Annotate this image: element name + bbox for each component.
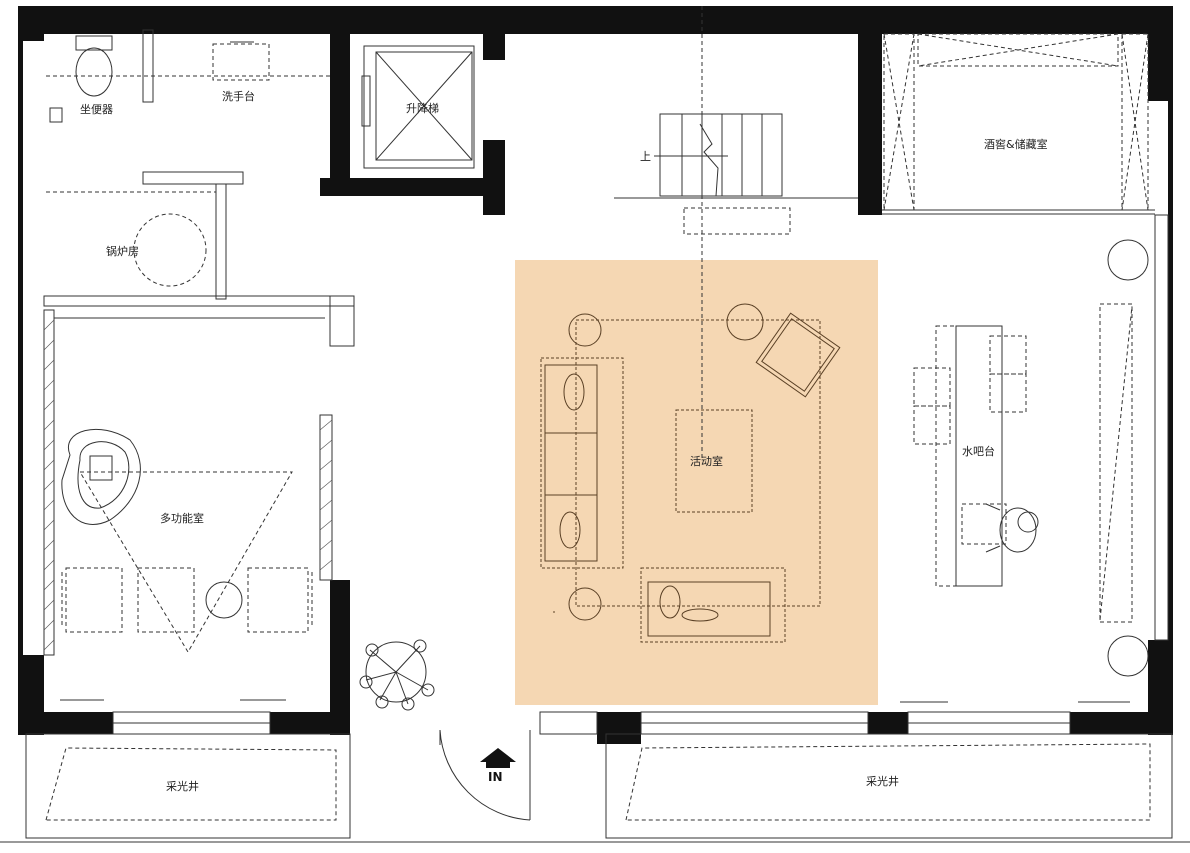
wall-hatching xyxy=(43,319,333,651)
multifunction-room-label: 多功能室 xyxy=(160,511,204,525)
outer-walls xyxy=(18,6,1173,744)
water-bar-furniture xyxy=(900,239,1149,703)
stair-up-label: 上 xyxy=(640,150,651,163)
activity-furniture xyxy=(540,303,841,643)
toilet-icon xyxy=(75,47,113,97)
lightwells xyxy=(0,733,1190,843)
wine-storage-room xyxy=(882,33,1155,215)
boiler-room-label: 锅炉房 xyxy=(106,245,139,258)
multifunction-furniture xyxy=(60,428,313,701)
boiler-icon xyxy=(133,213,207,287)
washbasin-icon xyxy=(212,43,270,81)
lightwell-left-label: 采光井 xyxy=(166,779,199,793)
entrance-label: IN xyxy=(488,770,503,784)
lightwell-right-label: 采光井 xyxy=(866,774,899,788)
elevator xyxy=(361,45,475,169)
plant-icon xyxy=(359,639,435,711)
entrance-arrow-icon xyxy=(480,748,516,768)
wine-storage-label: 酒窖&储藏室 xyxy=(984,137,1048,151)
toilet-label: 坐便器 xyxy=(80,103,113,116)
bathroom xyxy=(46,35,330,193)
elevator-label: 升降梯 xyxy=(406,101,439,115)
entrance-door xyxy=(439,729,531,821)
activity-room-label: 活动室 xyxy=(690,454,723,468)
interior-walls xyxy=(43,29,1169,656)
staircase xyxy=(614,6,858,460)
water-bar-label: 水吧台 xyxy=(962,444,995,458)
washbasin-label: 洗手台 xyxy=(222,89,255,103)
